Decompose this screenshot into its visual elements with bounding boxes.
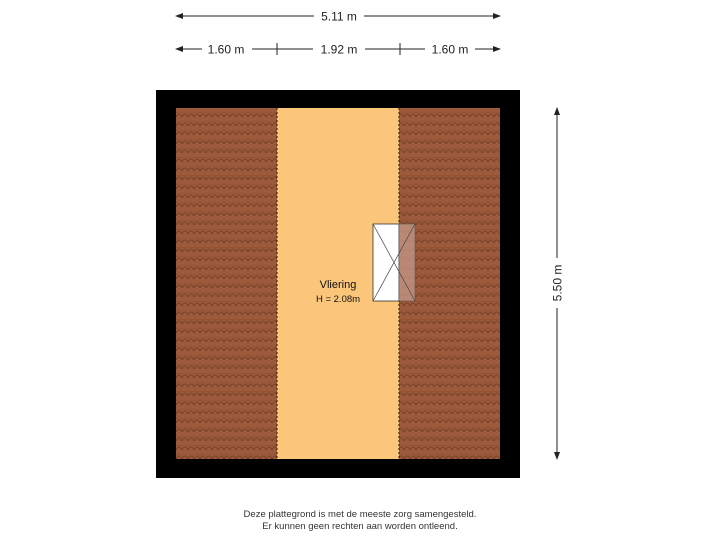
- roof-slope-left: [176, 108, 277, 459]
- dimension-total-width: 5.11 m: [175, 8, 501, 24]
- disclaimer-line-1: Deze plattegrond is met de meeste zorg s…: [243, 509, 477, 520]
- dimension-segments: 1.60 m 1.92 m 1.60 m: [175, 41, 501, 57]
- room-name: Vliering: [320, 279, 357, 291]
- dimension-height-label: 5.50 m: [551, 265, 565, 302]
- room-height: H = 2.08m: [316, 294, 360, 305]
- dimension-height: 5.50 m: [549, 107, 565, 460]
- dimension-segment-right: 1.60 m: [432, 43, 469, 57]
- dimension-total-width-label: 5.11 m: [321, 10, 357, 24]
- floor-plan: 5.11 m 1.60 m 1.92 m 1.60 m 5.50 m Vlier…: [156, 8, 565, 478]
- dimension-segment-left: 1.60 m: [208, 43, 245, 57]
- disclaimer-line-2: Er kunnen geen rechten aan worden ontlee…: [262, 521, 458, 532]
- stair-hatch: [372, 223, 416, 302]
- disclaimer: Deze plattegrond is met de meeste zorg s…: [0, 509, 720, 533]
- roof-slope-right: [399, 108, 500, 459]
- dimension-segment-middle: 1.92 m: [321, 43, 358, 57]
